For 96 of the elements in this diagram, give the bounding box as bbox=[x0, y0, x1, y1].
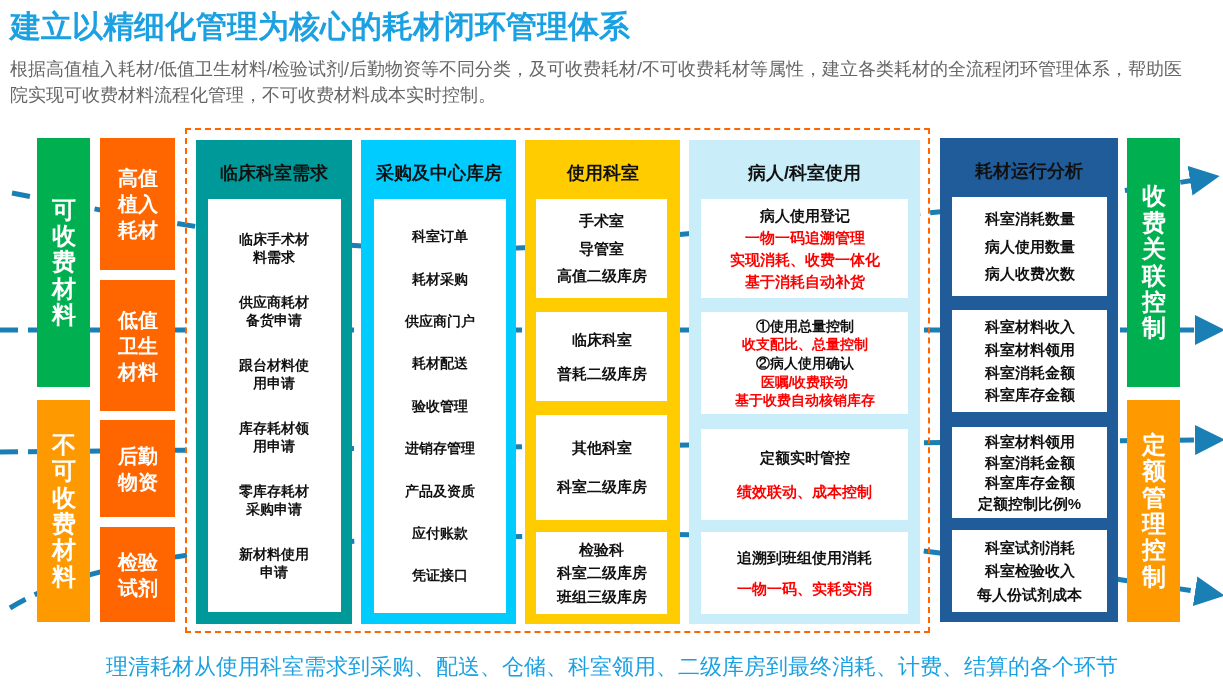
category-label: 检验试剂 bbox=[117, 549, 158, 601]
vertical-label: 不可收费材料 bbox=[51, 431, 76, 591]
item-text: 耗材配送 bbox=[412, 354, 468, 373]
info-card bbox=[701, 429, 908, 520]
column-panel bbox=[940, 138, 1118, 622]
column-heading: 采购及中心库房 bbox=[374, 162, 503, 185]
info-card bbox=[208, 199, 341, 612]
item-text: 病人收费次数 bbox=[984, 264, 1075, 284]
item-text: 导管室 bbox=[579, 238, 624, 259]
item-text: 凭证接口 bbox=[412, 566, 468, 585]
info-card bbox=[701, 312, 908, 414]
category-label: 后勤物资 bbox=[117, 443, 158, 495]
info-card bbox=[701, 199, 908, 298]
highlight-text: 收支配比、总量控制 bbox=[741, 335, 868, 354]
item-text: 临床手术材料需求 bbox=[238, 229, 311, 267]
item-text: 耗材采购 bbox=[412, 269, 468, 288]
category-box bbox=[100, 420, 175, 517]
column-panel bbox=[361, 140, 516, 624]
item-text: 科室消耗金额 bbox=[984, 362, 1075, 383]
item-text: 科室消耗数量 bbox=[984, 209, 1075, 229]
item-text: 班组三级库房 bbox=[556, 586, 647, 607]
vertical-label: 收费关联控制 bbox=[1141, 183, 1166, 342]
column-heading: 耗材运行分析 bbox=[974, 160, 1084, 183]
highlight-text: 绩效联动、成本控制 bbox=[737, 481, 872, 502]
item-text: 高值二级库房 bbox=[556, 266, 647, 286]
vertical-label: 定额管理控制 bbox=[1141, 431, 1166, 591]
info-card bbox=[536, 199, 667, 298]
item-text: 科室消耗金额 bbox=[984, 452, 1075, 472]
item-text: 科室库存金额 bbox=[984, 385, 1075, 405]
item-text: 临床科室 bbox=[571, 330, 632, 350]
info-card bbox=[536, 415, 667, 520]
item-text: 零库存耗材采购申请 bbox=[238, 481, 311, 519]
dashed-group-frame bbox=[185, 128, 930, 633]
item-text: 验收管理 bbox=[412, 396, 468, 416]
highlight-text: 医嘱/收费联动 bbox=[760, 372, 849, 391]
info-card bbox=[952, 530, 1107, 612]
column-panel bbox=[525, 140, 680, 624]
item-text: 科室二级库房 bbox=[556, 477, 647, 497]
item-text: ①使用总量控制 bbox=[755, 316, 854, 335]
column-heading: 临床科室需求 bbox=[219, 162, 329, 185]
item-text: 跟台材料使用申请 bbox=[238, 355, 311, 393]
item-text: 科室材料领用 bbox=[984, 432, 1075, 452]
item-text: 科室订单 bbox=[412, 227, 468, 246]
description-text: 根据高值植入耗材/低值卫生材料/检验试剂/后勤物资等不同分类，及可收费耗材/不可收费耗材等属性，建立各类耗材的全流程闭环管理体系，帮助医院实现可收费材料流程化管理，不可收费材料成本实时控制。 bbox=[10, 58, 1183, 107]
category-box bbox=[100, 527, 175, 622]
category-label: 低值卫生材料 bbox=[117, 307, 158, 385]
item-text: 产品及资质 bbox=[405, 481, 475, 500]
vertical-label: 可收费材料 bbox=[51, 196, 76, 329]
info-card bbox=[952, 427, 1107, 518]
item-text: 科室材料领用 bbox=[984, 339, 1075, 360]
item-text: 新材料使用申请 bbox=[238, 544, 311, 582]
item-text: 进销存管理 bbox=[405, 439, 475, 458]
highlight-text: 基于收费自动核销库存 bbox=[734, 391, 875, 410]
column-heading: 病人/科室使用 bbox=[747, 162, 862, 185]
item-text: 检验科 bbox=[579, 539, 624, 560]
highlight-text: 一物一码追溯管理 bbox=[744, 227, 865, 248]
column-heading: 使用科室 bbox=[565, 162, 640, 185]
info-card bbox=[536, 312, 667, 401]
info-card bbox=[536, 532, 667, 614]
highlight-text: 实现消耗、收费一体化 bbox=[729, 249, 880, 270]
category-bar bbox=[1127, 400, 1180, 622]
item-text: 病人使用数量 bbox=[984, 236, 1075, 257]
category-box bbox=[100, 280, 175, 411]
item-text: ②病人使用确认 bbox=[755, 353, 854, 373]
category-box bbox=[100, 138, 175, 270]
column-panel bbox=[689, 140, 920, 624]
item-text: 科室库存金额 bbox=[984, 473, 1075, 493]
info-card bbox=[952, 310, 1107, 412]
info-card bbox=[952, 197, 1107, 296]
info-card bbox=[374, 199, 506, 613]
item-text: 病人使用登记 bbox=[759, 205, 850, 226]
highlight-text: 基于消耗自动补货 bbox=[744, 271, 865, 292]
column-panel bbox=[196, 140, 352, 624]
item-text: 科室二级库房 bbox=[556, 563, 647, 583]
item-text: 手术室 bbox=[579, 211, 624, 231]
category-label: 高值植入耗材 bbox=[117, 166, 158, 243]
item-text: 供应商门户 bbox=[405, 312, 475, 331]
item-text: 库存耗材领用申请 bbox=[238, 418, 311, 456]
item-text: 应付账款 bbox=[412, 524, 468, 543]
item-text: 供应商耗材备货申请 bbox=[238, 292, 311, 330]
item-text: 科室材料收入 bbox=[984, 317, 1075, 337]
item-text: 每人份试剂成本 bbox=[977, 584, 1082, 605]
highlight-text: 一物一码、实耗实消 bbox=[737, 578, 872, 599]
info-card bbox=[701, 532, 908, 614]
item-text: 追溯到班组使用消耗 bbox=[737, 547, 872, 568]
item-text: 科室检验收入 bbox=[984, 561, 1075, 581]
item-text: 普耗二级库房 bbox=[556, 363, 647, 383]
item-text: 其他科室 bbox=[571, 438, 632, 458]
item-text: 定额实时管控 bbox=[759, 447, 850, 468]
title: 建立以精细化管理为核心的耗材闭环管理体系 bbox=[10, 8, 630, 46]
caption: 理清耗材从使用科室需求到采购、配送、仓储、科室领用、二级库房到最终消耗、计费、结算的各个环节 bbox=[104, 653, 1119, 681]
category-bar bbox=[37, 400, 90, 622]
item-text: 科室试剂消耗 bbox=[984, 537, 1075, 558]
category-bar bbox=[37, 138, 90, 387]
item-text: 定额控制比例% bbox=[977, 493, 1082, 513]
category-bar bbox=[1127, 138, 1180, 387]
